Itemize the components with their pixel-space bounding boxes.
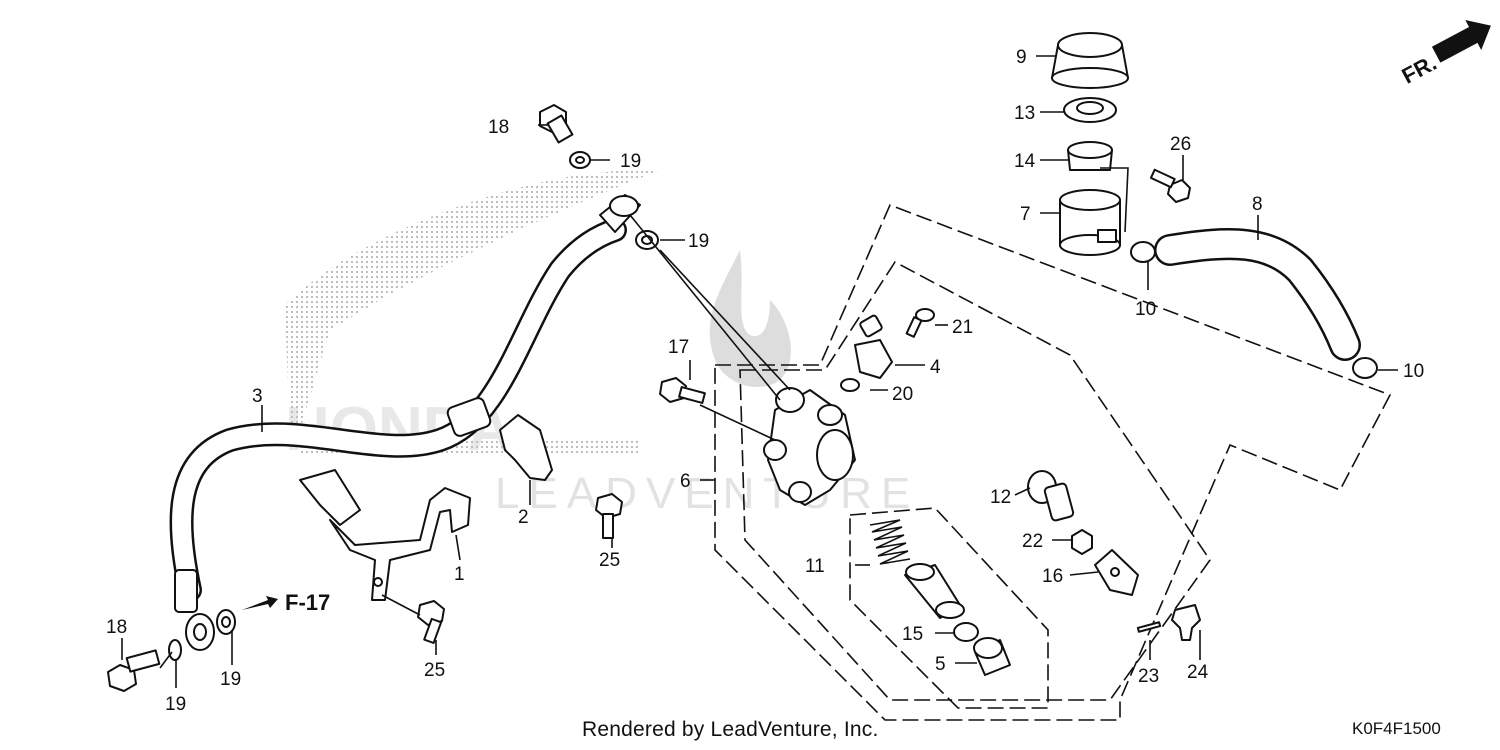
sealing-washer-19-a [569, 151, 591, 169]
callout-12: 12 [990, 487, 1011, 508]
hose-joint-4 [854, 314, 893, 379]
callout-5: 5 [935, 654, 946, 675]
callout-10-lower: 10 [1403, 361, 1424, 382]
reservoir-hose-8 [1154, 228, 1361, 361]
callout-23: 23 [1138, 666, 1159, 687]
callout-3: 3 [252, 386, 263, 407]
callout-25-upper: 25 [599, 550, 620, 571]
bracket-hole [373, 577, 383, 587]
clip-10-upper [1130, 241, 1156, 263]
reference-label: F-17 [285, 590, 330, 615]
callout-15: 15 [902, 624, 923, 645]
callout-18-lower: 18 [106, 617, 127, 638]
screw-21 [905, 308, 935, 338]
callout-1: 1 [454, 564, 465, 585]
watermark-text: LEADVENTURE [495, 469, 919, 518]
o-ring-20 [840, 378, 860, 392]
callout-24: 24 [1187, 662, 1209, 683]
callout-14: 14 [1014, 151, 1036, 172]
reservoir-7 [1059, 189, 1121, 256]
piston-11 [904, 563, 965, 619]
master-cylinder-6 [763, 387, 856, 506]
hose-clamp-2 [499, 414, 553, 481]
callout-7: 7 [1020, 204, 1031, 225]
callout-2: 2 [518, 507, 529, 528]
callout-19-d: 19 [220, 669, 241, 690]
callout-9: 9 [1016, 47, 1027, 68]
watermark-flame-icon [709, 250, 791, 388]
boot-5 [973, 637, 1011, 676]
callout-17: 17 [668, 337, 689, 358]
sealing-washer-19-d [216, 609, 236, 635]
bolt-25-lower [417, 600, 445, 644]
sealing-washer-19-c [168, 639, 182, 661]
callout-10-upper: 10 [1135, 299, 1156, 320]
callout-18-upper: 18 [488, 117, 509, 138]
master-cylinder-outline-outer [714, 203, 1392, 721]
plate-13 [1063, 97, 1117, 123]
pin-23 [1136, 621, 1162, 633]
callout-22: 22 [1022, 531, 1043, 552]
callout-4: 4 [930, 357, 941, 378]
callout-21: 21 [952, 317, 973, 338]
front-direction-label: FR. [1398, 50, 1441, 89]
callout-25-lower: 25 [424, 660, 445, 681]
bolt-25-upper [595, 493, 623, 539]
callout-19-b: 19 [688, 231, 709, 252]
clip-24 [1171, 604, 1201, 641]
spring-11 [869, 519, 911, 565]
leader-lines [121, 55, 1398, 688]
callout-20: 20 [892, 384, 913, 405]
sealing-washer-19-b [635, 230, 659, 250]
callout-26: 26 [1170, 134, 1191, 155]
clip-10-lower [1352, 357, 1378, 379]
callout-16: 16 [1042, 566, 1063, 587]
piston-kit-outline [849, 507, 1049, 709]
ref-arrow-icon [242, 596, 278, 610]
screw-26 [1149, 168, 1191, 203]
brake-hose-3 [169, 194, 641, 651]
callout-11: 11 [805, 556, 825, 577]
rendered-by-credit: Rendered by LeadVenture, Inc. [582, 718, 879, 741]
callout-13: 13 [1014, 103, 1035, 124]
master-cylinder-outline-inner [739, 260, 1211, 701]
bracket-1 [299, 469, 471, 601]
callout-6: 6 [680, 471, 691, 492]
circlip-15 [953, 622, 979, 642]
banjo-bolt-18-lower [107, 649, 161, 692]
callout-8: 8 [1252, 194, 1263, 215]
banjo-bolt-18-upper [539, 104, 574, 144]
front-direction-arrow-icon [1431, 19, 1491, 63]
bolt-17 [659, 377, 706, 404]
reservoir-cap-9 [1051, 32, 1129, 89]
bracket-16-hole [1110, 567, 1120, 577]
push-rod-12 [1027, 470, 1075, 522]
diaphragm-14 [1067, 141, 1113, 171]
callout-19-a: 19 [620, 151, 641, 172]
diagram-code: K0F4F1500 [1352, 719, 1441, 738]
nut-22 [1071, 529, 1093, 555]
callout-19-c: 19 [165, 694, 186, 715]
